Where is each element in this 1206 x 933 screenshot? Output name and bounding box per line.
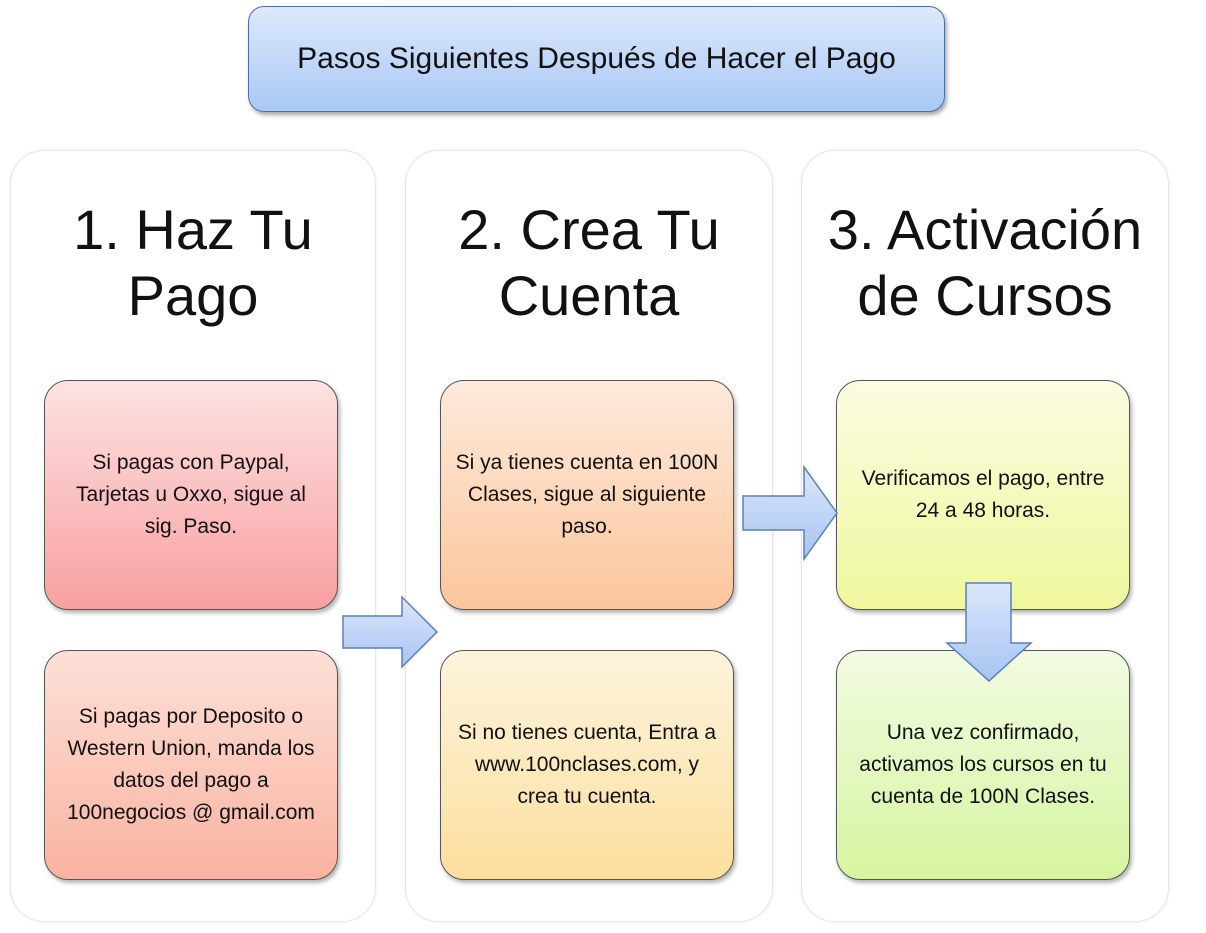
page-title: Pasos Siguientes Después de Hacer el Pag… [297,42,896,75]
down-arrow-icon [945,582,1033,683]
step-3-card-activate: Una vez confirmado, activamos los cursos… [836,650,1130,880]
step-2-heading: 2. Crea Tu Cuenta [458,198,720,327]
step-2-card-existing-account: Si ya tienes cuenta en 100N Clases, sigu… [440,380,734,610]
step-3-card-verify: Verificamos el pago, entre 24 a 48 horas… [836,380,1130,610]
step-3-heading: 3. Activación de Cursos [827,198,1143,327]
title-box: Pasos Siguientes Después de Hacer el Pag… [248,6,945,112]
step-2-card-new-account: Si no tienes cuenta, Entra a www.100ncla… [440,650,734,880]
step-1-card-paypal: Si pagas con Paypal, Tarjetas u Oxxo, si… [44,380,338,610]
right-arrow-icon [742,464,838,562]
step-1-card-deposit: Si pagas por Deposito o Western Union, m… [44,650,338,880]
step-1-heading: 1. Haz Tu Pago [73,198,313,327]
right-arrow-icon [342,595,439,669]
